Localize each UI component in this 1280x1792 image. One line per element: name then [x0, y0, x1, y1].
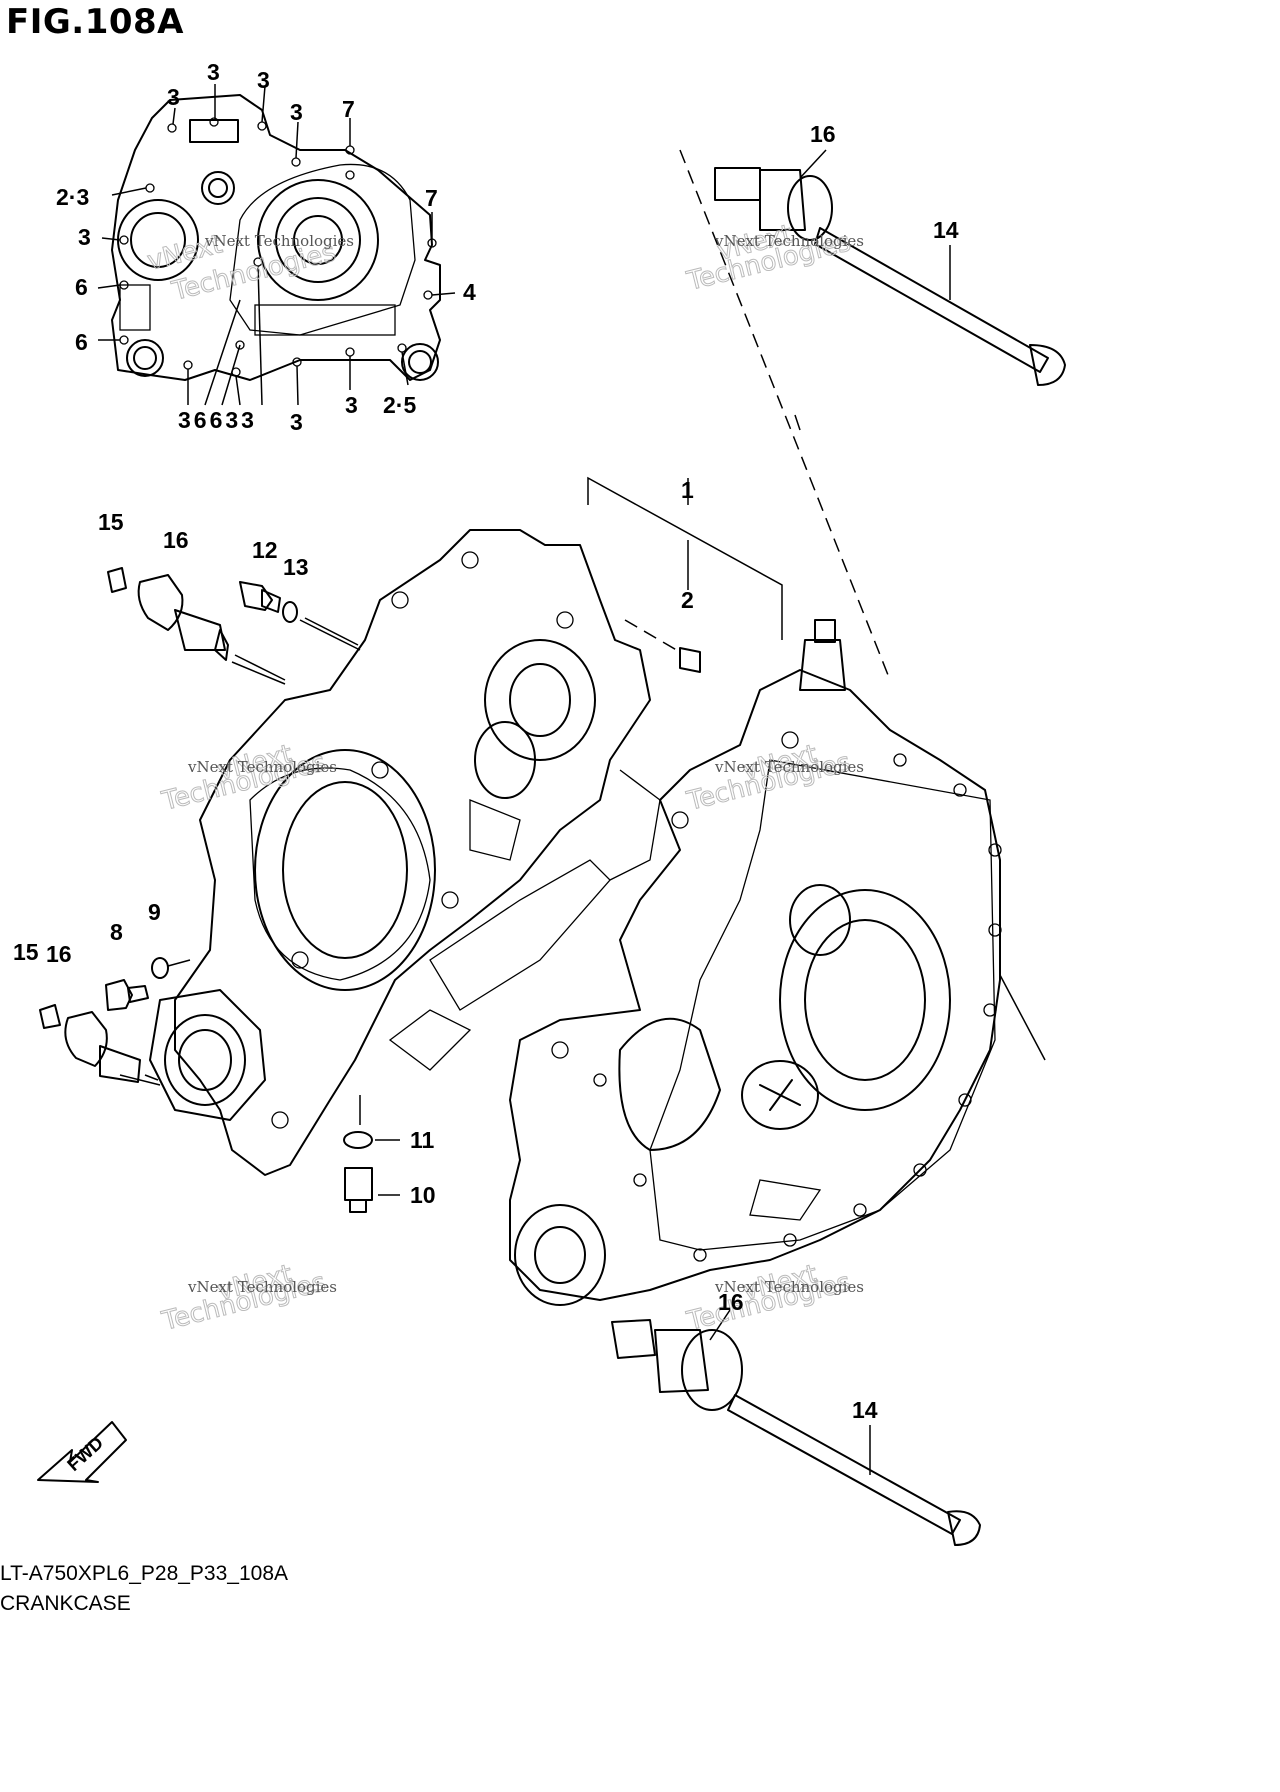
callout-labels: 3 3 3 3 7 7 2·3 3 6 6 4 36633 3 3 2·5 16…: [13, 59, 959, 1423]
diagram-code: LT-A750XPL6_P28_P33_108A: [0, 1562, 289, 1585]
callout-label: 7: [425, 185, 438, 211]
diagram-caption: CRANKCASE: [0, 1592, 131, 1615]
forward-direction-arrow: FWD: [37, 1421, 127, 1483]
bolt-and-washer-10-11: [343, 1095, 400, 1213]
callout-label: 3: [78, 224, 91, 250]
callout-label: 1: [681, 477, 694, 503]
callout-label: 6: [75, 329, 88, 355]
inset-crankcase-bolt-map: [97, 84, 456, 406]
watermark-text: vNext Technologies: [204, 232, 354, 250]
crankcase-right-half: [509, 619, 1046, 1306]
callout-label: 36633: [178, 407, 257, 433]
callout-label: 3: [257, 67, 270, 93]
watermark-text: vNext Technologies: [187, 1278, 337, 1296]
watermark-group: vNext Technologies vNext Technologies vN…: [144, 219, 864, 1338]
lower-left-dowel-assembly: [39, 1004, 159, 1083]
bracket-ref-1: [587, 476, 783, 673]
crankcase-left-half: [119, 529, 651, 1176]
fwd-label: FWD: [63, 1433, 107, 1475]
callout-label: 10: [410, 1182, 436, 1208]
figure-title: FIG.108A: [6, 2, 184, 42]
callout-label: 13: [283, 554, 309, 580]
callout-label: 16: [163, 527, 189, 553]
watermark-text: vNext Technologies: [187, 758, 337, 776]
callout-label: 6: [75, 274, 88, 300]
callout-label: 14: [852, 1397, 878, 1423]
callout-label: 3: [290, 99, 303, 125]
callout-label: 2·3: [56, 184, 89, 210]
callout-label: 3: [167, 84, 180, 110]
callout-label: 16: [46, 941, 72, 967]
callout-label: 2: [681, 587, 694, 613]
callout-label: 12: [252, 537, 278, 563]
watermark-text: vNext Technologies: [714, 232, 864, 250]
watermark-text: vNext Technologies: [714, 1278, 864, 1296]
callout-label: 3: [290, 409, 303, 435]
callout-label: 3: [345, 392, 358, 418]
plug-and-washer-12-13: [239, 581, 359, 646]
lower-right-bolt-assembly: [611, 1309, 981, 1546]
callout-label: 14: [933, 217, 959, 243]
callout-label: 15: [98, 509, 124, 535]
callout-label: 3: [207, 59, 220, 85]
upper-right-bolt-assembly: [679, 149, 1066, 681]
callout-label: 2·5: [383, 392, 416, 418]
bolt-and-washer-8-9: [105, 957, 191, 1011]
watermark-text: vNext Technologies: [714, 758, 864, 776]
callout-label: 11: [410, 1127, 435, 1153]
callout-label: 15: [13, 939, 39, 965]
callout-label: 8: [110, 919, 123, 945]
callout-label: 9: [148, 899, 161, 925]
callout-label: 16: [810, 121, 836, 147]
callout-label: 16: [718, 1289, 744, 1315]
callout-label: 7: [342, 96, 355, 122]
callout-label: 4: [463, 279, 476, 305]
upper-left-dowel-assembly: [107, 567, 286, 685]
